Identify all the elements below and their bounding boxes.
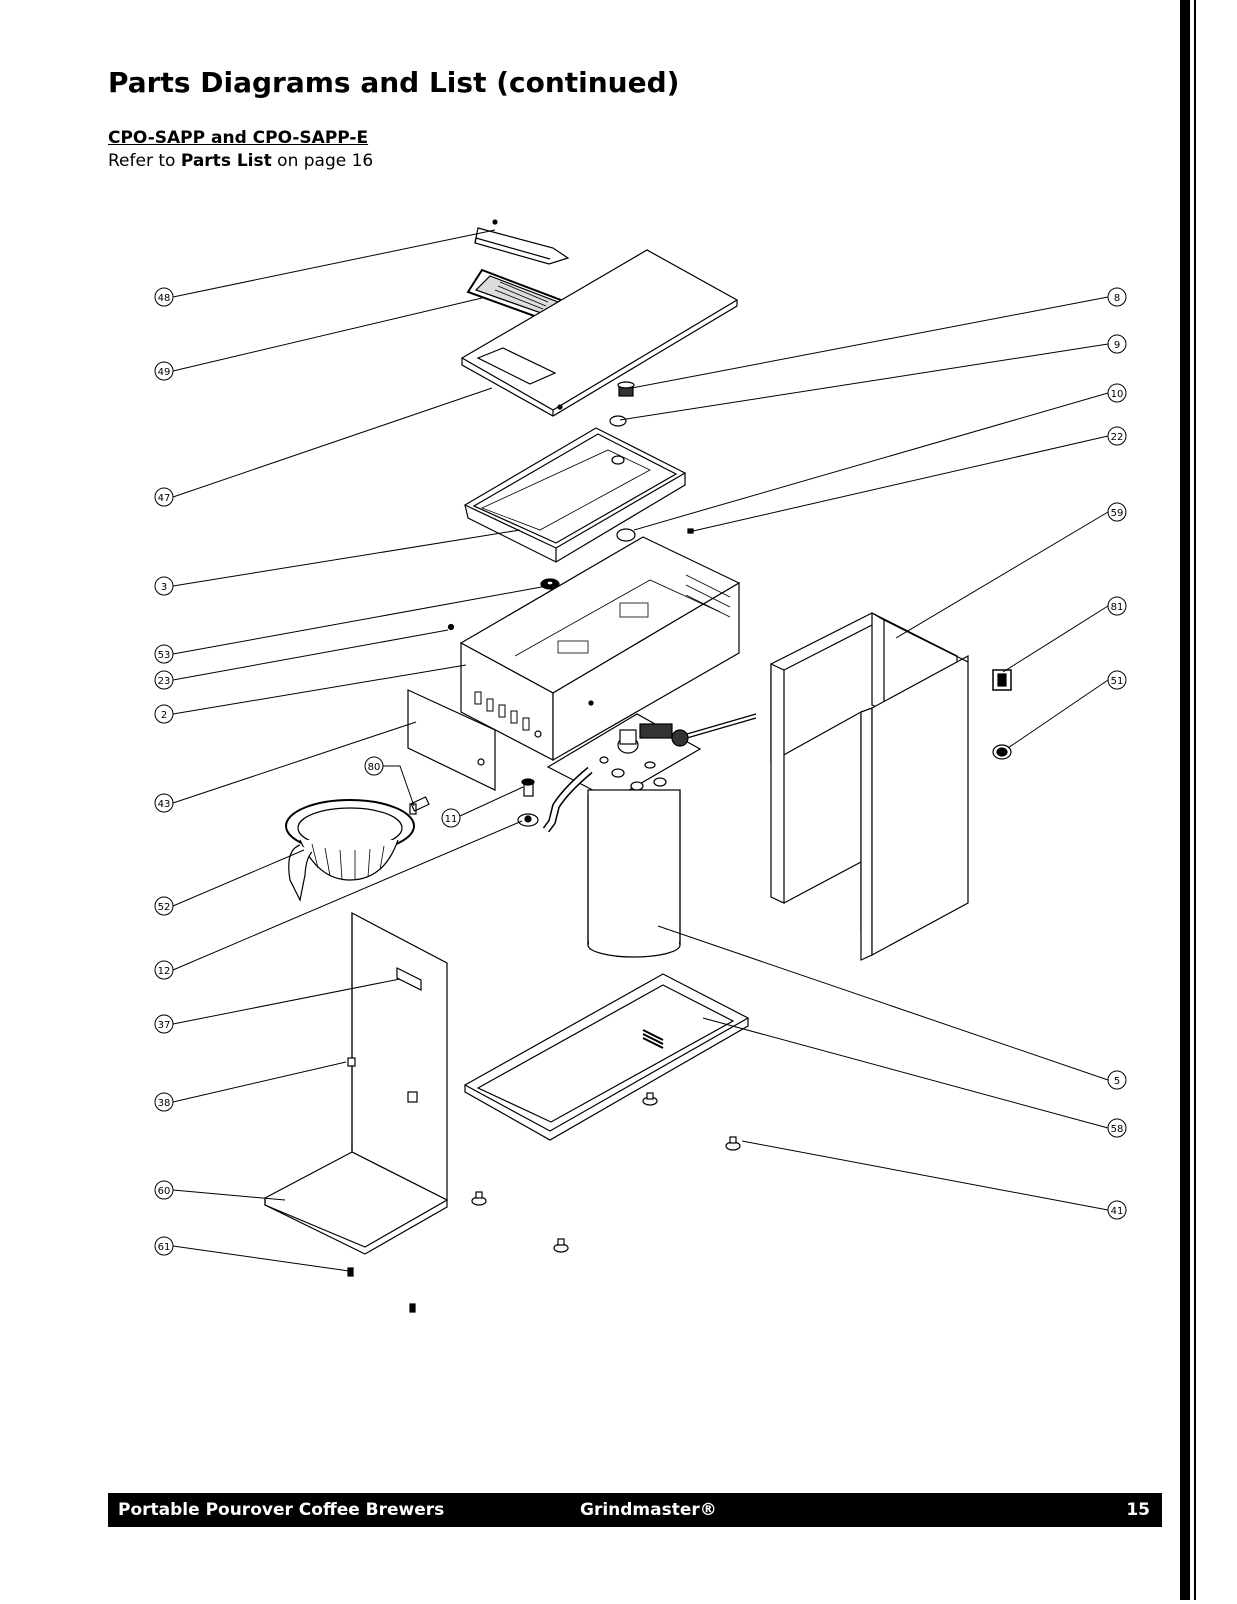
part-51-knob [992, 744, 1012, 760]
parts-list-link: Parts List [180, 151, 272, 171]
part-80-fitting [409, 796, 430, 815]
callout-5: 5 [1114, 1076, 1120, 1087]
callout-61: 61 [158, 1242, 171, 1253]
part-41-feet [471, 1092, 741, 1253]
part-59-wrap [770, 611, 969, 961]
part-23-screw [447, 623, 455, 631]
callout-47: 47 [158, 493, 171, 504]
callout-52: 52 [158, 902, 171, 913]
part-61-screw [347, 1267, 354, 1277]
callout-51: 51 [1111, 676, 1124, 687]
callout-60: 60 [158, 1186, 171, 1197]
model-heading: CPO-SAPP and CPO-SAPP-E [108, 128, 369, 148]
callouts [154, 287, 1127, 1256]
page-edge-bar [1180, 0, 1190, 1600]
part-12-fitting [517, 813, 539, 827]
plate-hole [477, 758, 485, 766]
callout-41: 41 [1111, 1206, 1124, 1217]
callout-38: 38 [158, 1098, 171, 1109]
screw-extra [409, 1303, 416, 1313]
part-9-oring [609, 415, 627, 427]
part-22-screw [687, 528, 694, 534]
part-58-base [463, 973, 750, 1141]
callout-53: 53 [158, 650, 171, 661]
part-2-housing [459, 536, 741, 762]
part-48-cover [474, 219, 570, 265]
part-47-top-panel [460, 249, 739, 417]
callout-11: 11 [445, 814, 458, 825]
footer-title: Portable Pourover Coffee Brewers [118, 1500, 445, 1520]
part-11-valve [521, 778, 535, 797]
callout-59: 59 [1111, 508, 1124, 519]
callout-43: 43 [158, 799, 171, 810]
part-60-back-panel [264, 912, 449, 1255]
callout-48: 48 [158, 293, 171, 304]
part-3-pan [463, 427, 687, 563]
page-footer: Portable Pourover Coffee Brewers Grindma… [108, 1493, 1162, 1527]
page-title: Parts Diagrams and List (continued) [108, 66, 680, 99]
callout-8: 8 [1114, 293, 1120, 304]
callout-3: 3 [161, 582, 167, 593]
callout-22: 22 [1111, 432, 1124, 443]
callout-10: 10 [1111, 389, 1124, 400]
part-5-tank [542, 713, 757, 958]
callout-12: 12 [158, 966, 171, 977]
footer-brand: Grindmaster® [580, 1500, 717, 1520]
callout-37: 37 [158, 1020, 171, 1031]
callout-49: 49 [158, 367, 171, 378]
part-81-switch [992, 669, 1012, 691]
callout-2: 2 [161, 710, 167, 721]
callout-labels: 48 49 47 3 53 23 2 43 80 11 52 12 37 38 … [158, 293, 1124, 1253]
callout-9: 9 [1114, 340, 1120, 351]
callout-58: 58 [1111, 1124, 1124, 1135]
callout-23: 23 [158, 676, 171, 687]
refer-prefix: Refer to [108, 151, 181, 171]
callout-81: 81 [1111, 602, 1124, 613]
part-10-grommet [616, 528, 636, 542]
part-43-plate [407, 689, 496, 791]
part-8-fitting [617, 381, 635, 397]
leader-lines [172, 229, 1109, 1272]
callout-80: 80 [368, 762, 381, 773]
page-number: 15 [1126, 1500, 1150, 1520]
refer-text: Refer to Parts List on page 16 [108, 151, 373, 171]
page-edge-line [1194, 0, 1196, 1600]
part-52-brewbasket [285, 799, 415, 902]
refer-suffix: on page 16 [271, 151, 374, 171]
